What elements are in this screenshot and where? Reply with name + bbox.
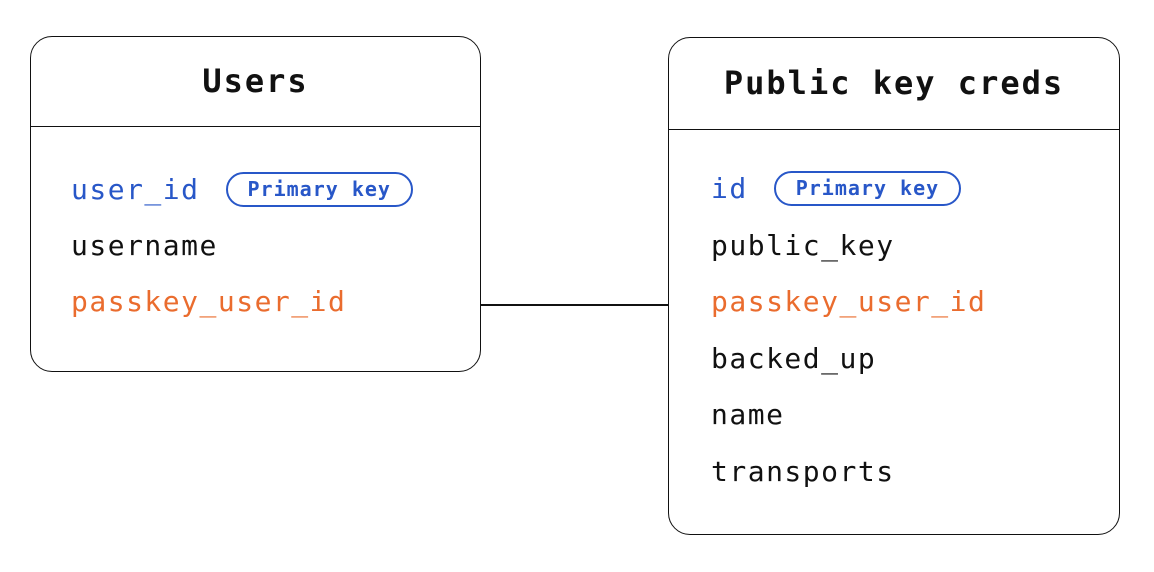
field-row-passkey-user-id[interactable]: passkey_user_id [71,274,480,330]
users-table[interactable]: Users user_id Primary key username passk… [30,36,481,372]
primary-key-badge: Primary key [225,172,413,207]
users-field-list: user_id Primary key username passkey_use… [31,127,480,330]
field-label-public-key: public_key [711,228,895,262]
field-label-name: name [711,398,785,432]
relationship-line [481,304,668,306]
field-row-name[interactable]: name [711,387,1119,444]
primary-key-badge: Primary key [773,171,962,207]
field-label-backed-up: backed_up [711,341,877,375]
field-row-public-key[interactable]: public_key [711,217,1119,274]
users-table-title: Users [202,62,309,101]
users-table-header: Users [31,37,480,127]
field-label-user-id: user_id [71,173,200,206]
public-key-creds-table-header: Public key creds [669,38,1119,130]
field-label-transports: transports [711,454,895,488]
field-label-passkey-user-id: passkey_user_id [711,285,987,319]
field-label-passkey-user-id: passkey_user_id [71,285,347,318]
field-row-transports[interactable]: transports [711,443,1119,500]
field-label-id: id [711,172,748,206]
field-row-id[interactable]: id Primary key [711,161,1119,218]
public-key-creds-table-title: Public key creds [723,64,1065,103]
public-key-creds-field-list: id Primary key public_key passkey_user_i… [669,130,1119,500]
field-row-backed-up[interactable]: backed_up [711,330,1119,387]
field-row-user-id[interactable]: user_id Primary key [71,162,480,218]
public-key-creds-table[interactable]: Public key creds id Primary key public_k… [668,37,1120,535]
field-row-username[interactable]: username [71,218,480,274]
field-row-passkey-user-id[interactable]: passkey_user_id [711,274,1119,331]
field-label-username: username [71,229,218,262]
